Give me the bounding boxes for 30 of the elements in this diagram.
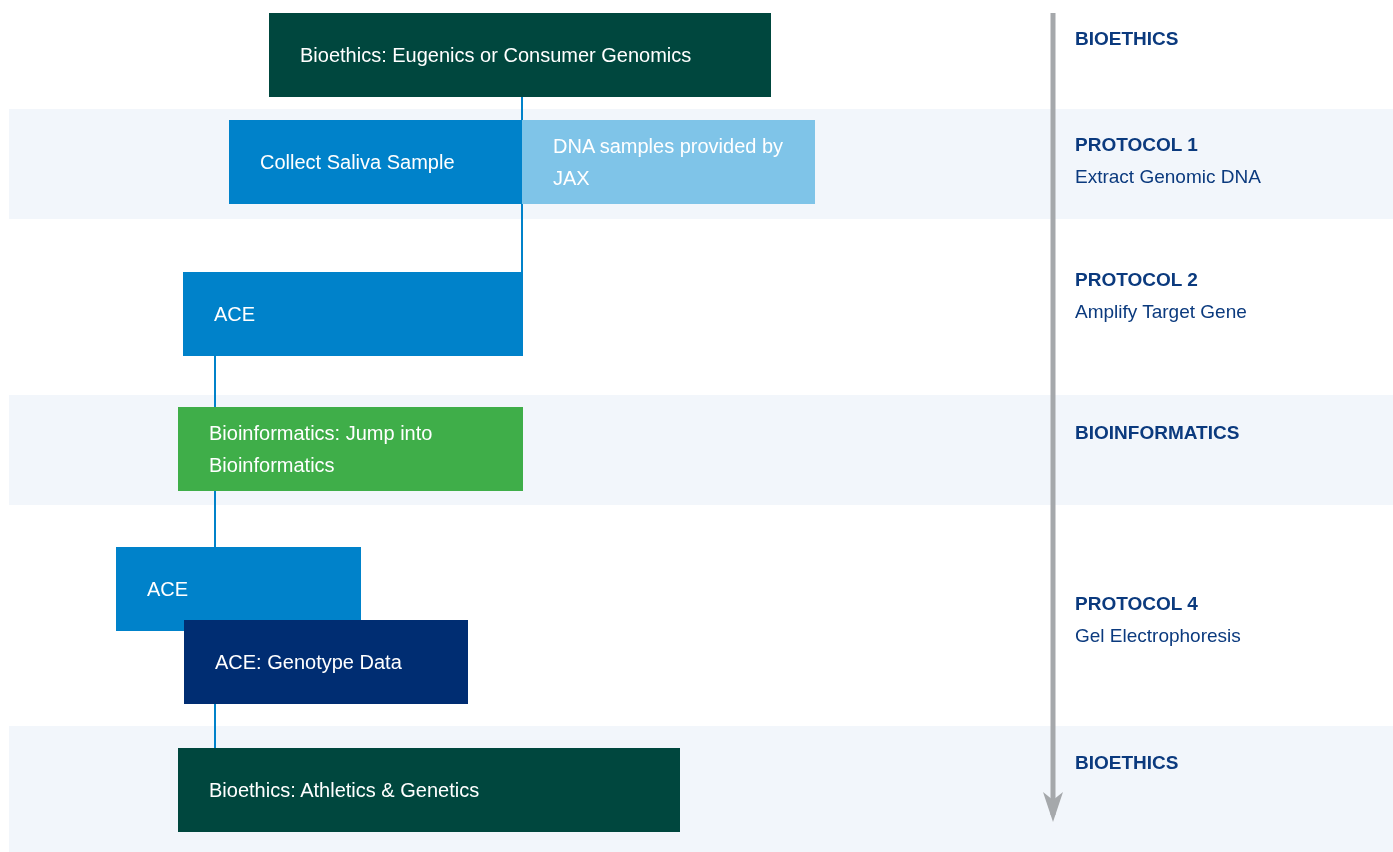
process-box [229, 120, 522, 204]
section-subtitle: Gel Electrophoresis [1075, 625, 1241, 647]
box-label: Bioethics: Eugenics or Consumer Genomics [300, 43, 692, 68]
box-label: DNA samples provided by JAX [553, 134, 785, 191]
connector-line [521, 96, 523, 121]
process-box [184, 620, 468, 704]
section-heading: BIOETHICS [1075, 752, 1179, 774]
section-heading: BIOETHICS [1075, 28, 1179, 50]
section-heading: PROTOCOL 4 [1075, 593, 1198, 615]
section-subtitle: Amplify Target Gene [1075, 301, 1247, 323]
process-box [183, 272, 523, 356]
process-box [522, 120, 815, 204]
section-heading: PROTOCOL 1 [1075, 134, 1198, 156]
process-box [269, 13, 771, 97]
process-box [178, 407, 523, 491]
process-box [178, 748, 680, 832]
connector-line [214, 355, 216, 408]
connector-line [214, 703, 216, 749]
box-label: ACE [147, 577, 189, 602]
connector-line [214, 490, 216, 548]
box-label: ACE [214, 302, 256, 327]
box-label: Bioinformatics: Jump into Bioinformatics [209, 421, 434, 478]
box-label: Bioethics: Athletics & Genetics [209, 778, 480, 803]
box-label: ACE: Genotype Data [215, 650, 402, 675]
connector-line [521, 203, 523, 273]
section-subtitle: Extract Genomic DNA [1075, 166, 1261, 188]
section-heading: BIOINFORMATICS [1075, 422, 1240, 444]
section-heading: PROTOCOL 2 [1075, 269, 1198, 291]
box-label: Collect Saliva Sample [260, 150, 455, 175]
process-box [116, 547, 361, 631]
